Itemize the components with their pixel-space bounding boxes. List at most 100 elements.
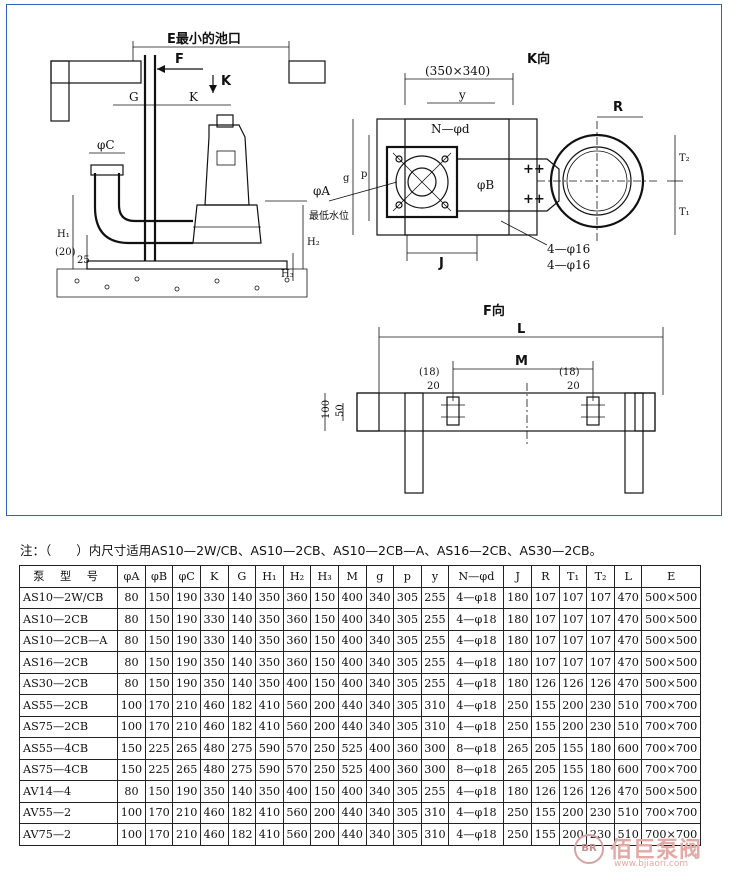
value-cell: 200 bbox=[310, 801, 339, 824]
value-cell: 225 bbox=[144, 758, 174, 781]
value-cell: 80 bbox=[117, 629, 146, 652]
value-cell: 255 bbox=[420, 651, 450, 674]
value-cell: 400 bbox=[282, 780, 312, 803]
value-cell: 410 bbox=[255, 801, 284, 824]
value-cell: 305 bbox=[393, 715, 422, 738]
p-label: p bbox=[361, 169, 367, 180]
model-cell: AS75—4CB bbox=[18, 758, 119, 781]
value-cell: 350 bbox=[199, 672, 229, 695]
value-cell: 140 bbox=[227, 586, 257, 609]
t2-label: T₂ bbox=[679, 153, 690, 164]
value-cell: 470 bbox=[613, 672, 643, 695]
value-cell: 440 bbox=[337, 694, 367, 717]
value-cell: 305 bbox=[393, 823, 422, 846]
value-cell: 255 bbox=[420, 672, 450, 695]
model-cell: AS10—2CB—A bbox=[18, 629, 119, 652]
value-cell: 230 bbox=[586, 801, 615, 824]
value-cell: 200 bbox=[558, 801, 588, 824]
value-cell: 8—φ18 bbox=[448, 737, 505, 760]
column-header: φC bbox=[172, 565, 201, 588]
value-cell: 250 bbox=[503, 694, 533, 717]
value-cell: 180 bbox=[586, 737, 615, 760]
value-cell: 350 bbox=[255, 672, 284, 695]
column-header: y bbox=[420, 565, 450, 588]
t1-label: T₁ bbox=[679, 207, 690, 218]
value-cell: 140 bbox=[227, 780, 257, 803]
d20-left-label: 20 bbox=[427, 381, 440, 392]
value-cell: 107 bbox=[531, 651, 560, 674]
value-cell: 700×700 bbox=[641, 737, 701, 760]
value-cell: 265 bbox=[172, 737, 201, 760]
pump-nameplate bbox=[216, 150, 236, 166]
phi-b-label: φB bbox=[477, 178, 494, 192]
value-cell: 350 bbox=[255, 651, 284, 674]
h3-label: H₃ bbox=[281, 269, 294, 280]
value-cell: 150 bbox=[144, 586, 174, 609]
value-cell: 190 bbox=[172, 780, 201, 803]
value-cell: 400 bbox=[365, 737, 395, 760]
model-cell: AS10—2CB bbox=[18, 608, 119, 631]
value-cell: 400 bbox=[337, 586, 367, 609]
value-cell: 155 bbox=[531, 715, 560, 738]
value-cell: 200 bbox=[310, 823, 339, 846]
value-cell: 305 bbox=[393, 694, 422, 717]
value-cell: 190 bbox=[172, 629, 201, 652]
value-cell: 340 bbox=[365, 586, 395, 609]
value-cell: 360 bbox=[282, 586, 312, 609]
dim-25-label: 25 bbox=[77, 255, 90, 266]
value-cell: 140 bbox=[227, 672, 257, 695]
value-cell: 310 bbox=[420, 715, 450, 738]
phi-a-leader bbox=[328, 181, 398, 202]
value-cell: 590 bbox=[255, 758, 284, 781]
inlet-flange bbox=[385, 145, 459, 219]
discharge-flange bbox=[90, 164, 124, 176]
value-cell: 460 bbox=[199, 715, 229, 738]
value-cell: 150 bbox=[310, 672, 339, 695]
technical-drawing-frame: ++ ++ bbox=[6, 4, 722, 516]
value-cell: 360 bbox=[282, 629, 312, 652]
value-cell: 140 bbox=[227, 651, 257, 674]
value-cell: 440 bbox=[337, 801, 367, 824]
value-cell: 350 bbox=[199, 780, 229, 803]
value-cell: 360 bbox=[282, 651, 312, 674]
value-cell: 180 bbox=[503, 780, 533, 803]
d50-label: 50 bbox=[335, 404, 346, 417]
phi-a-label: φA bbox=[313, 184, 330, 198]
value-cell: 570 bbox=[282, 737, 312, 760]
value-cell: 330 bbox=[199, 586, 229, 609]
value-cell: 190 bbox=[172, 586, 201, 609]
value-cell: 126 bbox=[558, 672, 588, 695]
value-cell: 80 bbox=[117, 586, 146, 609]
value-cell: 180 bbox=[503, 608, 533, 631]
value-cell: 80 bbox=[117, 672, 146, 695]
value-cell: 150 bbox=[117, 758, 146, 781]
value-cell: 230 bbox=[586, 694, 615, 717]
n-phi-d-label: N—φd bbox=[431, 122, 470, 136]
value-cell: 107 bbox=[586, 586, 615, 609]
d20-right-label: 20 bbox=[567, 381, 580, 392]
j-label: J bbox=[438, 256, 444, 271]
model-cell: AS55—4CB bbox=[18, 737, 119, 760]
value-cell: 570 bbox=[282, 758, 312, 781]
value-cell: 170 bbox=[144, 801, 174, 824]
value-cell: 155 bbox=[531, 694, 560, 717]
value-cell: 700×700 bbox=[641, 694, 701, 717]
value-cell: 480 bbox=[199, 737, 229, 760]
value-cell: 107 bbox=[531, 629, 560, 652]
value-cell: 400 bbox=[337, 629, 367, 652]
value-cell: 210 bbox=[172, 715, 201, 738]
min-water-label: 最低水位 bbox=[309, 209, 349, 222]
base-frame bbox=[404, 118, 510, 236]
value-cell: 155 bbox=[531, 823, 560, 846]
value-cell: 150 bbox=[144, 608, 174, 631]
value-cell: 100 bbox=[117, 801, 146, 824]
value-cell: 210 bbox=[172, 801, 201, 824]
